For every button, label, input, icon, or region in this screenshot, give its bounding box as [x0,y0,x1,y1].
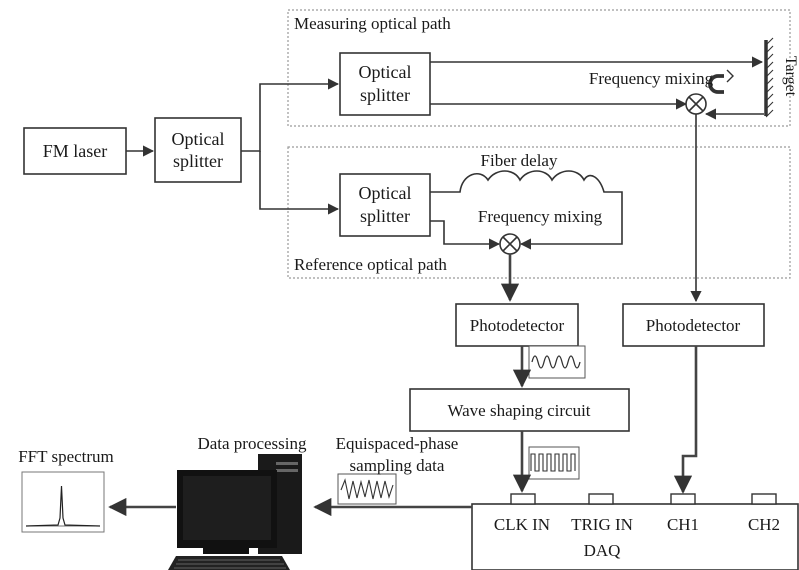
fiber-delay-coil [430,170,623,250]
fft-spectrum-label-visible: FFT spectrum [18,447,114,466]
reference-path-region [287,146,791,279]
ch2-port-icon [751,493,777,505]
clk-in-port-icon [510,493,536,505]
splitter-to-measure-arrow [241,78,340,152]
daq-port-clk-in: CLK IN [494,515,550,534]
frequency-mixing-reference-label: Frequency mixing [478,207,603,226]
equispaced-line1: Equispaced-phase [336,434,459,453]
splitter-main-line2: splitter [173,151,223,171]
photodetector-left-block: Photodetector [455,303,579,347]
reference-local-to-mixer [430,220,501,250]
splitter-main-line1: Optical [172,129,225,149]
reflection-arrow-icon [708,74,724,94]
reference-path-label: Reference optical path [294,255,447,274]
photodetector-right-label: Photodetector [646,316,741,335]
wave-shaping-block: Wave shaping circuit [409,388,630,432]
measuring-path-label: Measuring optical path [294,14,451,33]
computer-icon [168,454,302,570]
daq-port-trig-in: TRIG IN [571,515,633,534]
photodetector-to-ch1 [673,346,698,494]
daq-port-ch2: CH2 [748,515,780,534]
fiber-delay-label: Fiber delay [481,151,558,170]
sampled-wave [340,478,394,500]
mixer-measure-icon [685,93,707,115]
splitter-reference-block: Optical splitter [339,173,431,237]
computer-keyboard [168,556,290,570]
splitter-to-reference-arrow [259,151,340,215]
fft-peak [25,485,101,527]
photodetector-left-label: Photodetector [470,316,565,335]
reflection-tip [726,69,734,83]
splitter-measure-line2: splitter [360,85,410,105]
square-wave [530,453,576,472]
daq-block: CLK IN TRIG IN CH1 CH2 DAQ [471,493,799,570]
fm-laser-block: FM laser [23,127,127,175]
ch1-port-icon [670,493,696,505]
mixer-reference-icon [499,233,521,255]
data-processing-label: Data processing [197,434,307,453]
sine-wave [531,355,581,369]
splitter-measure-block: Optical splitter [339,52,431,116]
equispaced-line2: sampling data [350,456,445,475]
fm-laser-label: FM laser [43,141,108,161]
splitter-reference-line2: splitter [360,206,410,226]
target-hatching [765,37,774,118]
frequency-mixing-measure-label: Frequency mixing [589,69,714,88]
splitter-measure-line1: Optical [359,62,412,82]
splitter-main-block: Optical splitter [154,117,242,183]
wave-shaping-label: Wave shaping circuit [447,401,590,420]
splitter-reference-line1: Optical [359,183,412,203]
daq-port-ch1: CH1 [667,515,699,534]
target-label: Target [782,56,799,97]
daq-name: DAQ [584,541,621,560]
photodetector-right-block: Photodetector [622,303,765,347]
trig-in-port-icon [588,493,614,505]
fft-spectrum-plot [21,471,105,533]
measuring-path-region [287,9,791,127]
